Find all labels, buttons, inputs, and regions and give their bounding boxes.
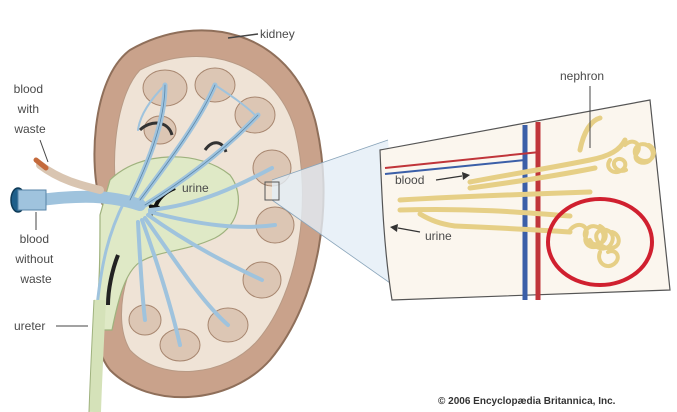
urine-center-label: urine [182, 181, 209, 195]
blood-inset-label: blood [395, 173, 424, 187]
kidney-label: kidney [260, 27, 295, 41]
ureter [95, 300, 100, 412]
renal-artery [40, 165, 100, 190]
nephron-label: nephron [560, 69, 604, 83]
ureter-label: ureter [14, 319, 45, 333]
blood-with-waste-label: blood with waste [13, 82, 46, 136]
copyright-credit: © 2006 Encyclopædia Britannica, Inc. [438, 396, 616, 407]
urine-inset-label: urine [425, 229, 452, 243]
renal-vessel-stub [18, 190, 46, 210]
nephron-inset: nephron blood urine [380, 69, 670, 300]
blood-without-waste-label: blood without waste [14, 232, 56, 286]
kidney: urine [11, 30, 324, 412]
blood-with-waste-leader [40, 140, 48, 162]
